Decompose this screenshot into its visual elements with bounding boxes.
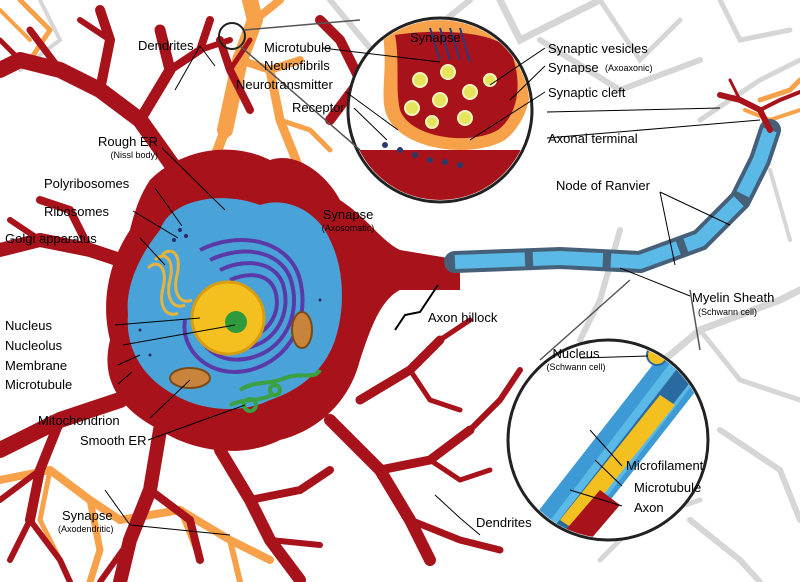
- label-nucleus-schwann-sub: (Schwann cell): [546, 362, 606, 372]
- label-membrane: Membrane: [5, 358, 68, 373]
- label-microfilament: Microfilament: [626, 458, 704, 473]
- nucleolus: [225, 311, 247, 333]
- label-node-of-ranvier: Node of Ranvier: [556, 178, 650, 193]
- synapse-zoom-lines: [239, 19, 361, 151]
- label-nucleolus: Nucleolus: [5, 338, 63, 353]
- label-microtubule-top: Microtubule: [264, 40, 332, 55]
- dendrite-branches: [0, 5, 523, 582]
- label-synapse-axosomatic: Synapse: [322, 207, 374, 222]
- golgi-apparatus: [146, 249, 193, 316]
- label-polyribosomes: Polyribosomes: [44, 176, 130, 191]
- label-mitochondrion: Mitochondrion: [38, 413, 120, 428]
- label-myelin-sheath: Myelin Sheath: [692, 290, 775, 305]
- label-nucleus: Nucleus: [5, 318, 52, 333]
- label-receptor: Receptor: [292, 100, 345, 115]
- axon-hillock-bracket: [394, 284, 439, 331]
- label-axon: Axon: [634, 500, 664, 515]
- ribosome-dots: [138, 228, 322, 357]
- synapse-inset: [346, 16, 534, 204]
- label-dendrites-top: Dendrites: [138, 38, 194, 53]
- label-synapse-axoaxonic: Synapse: [548, 60, 599, 75]
- label-synapse-inset-title: Synapse: [410, 30, 461, 45]
- synapse-source-marker: [218, 22, 246, 50]
- axonal-terminal: [717, 78, 800, 133]
- label-synapse-axodendritic: Synapse: [62, 508, 113, 523]
- label-axonal-terminal: Axonal terminal: [548, 131, 638, 146]
- label-synaptic-vesicles: Synaptic vesicles: [548, 41, 648, 56]
- label-neurofibrils: Neurofibrils: [264, 58, 330, 73]
- label-synapse-axosomatic-sub: (Axosomatic): [321, 223, 375, 233]
- axon: [444, 119, 781, 274]
- label-microtubule-left: Microtubule: [5, 377, 73, 392]
- label-microtubule-inset: Microtubule: [634, 480, 702, 495]
- axon-zoom-lines: [539, 279, 701, 361]
- mitochondrion: [169, 367, 211, 389]
- label-synaptic-cleft: Synaptic cleft: [548, 85, 626, 100]
- label-ribosomes: Ribosomes: [44, 204, 110, 219]
- mitochondrion-2: [291, 311, 313, 349]
- label-synapse-axoaxonic-sub: (Axoaxonic): [605, 63, 653, 73]
- label-rough-er-sub: (Nissl body): [110, 150, 158, 160]
- label-myelin-sheath-sub: (Schwann cell): [698, 307, 758, 317]
- leader-lines: [104, 45, 761, 536]
- label-synapse-axodendritic-sub: (Axodendritic): [58, 524, 114, 534]
- label-dendrites-bottom: Dendrites: [476, 515, 532, 530]
- label-nucleus-schwann: Nucleus: [552, 346, 600, 361]
- label-neurotransmitter: Neurotransmitter: [236, 77, 333, 92]
- label-smooth-er: Smooth ER: [80, 433, 147, 448]
- label-axon-hillock: Axon hillock: [428, 310, 498, 325]
- label-rough-er: Rough ER: [98, 134, 158, 149]
- label-golgi-apparatus: Golgi apparatus: [5, 231, 97, 246]
